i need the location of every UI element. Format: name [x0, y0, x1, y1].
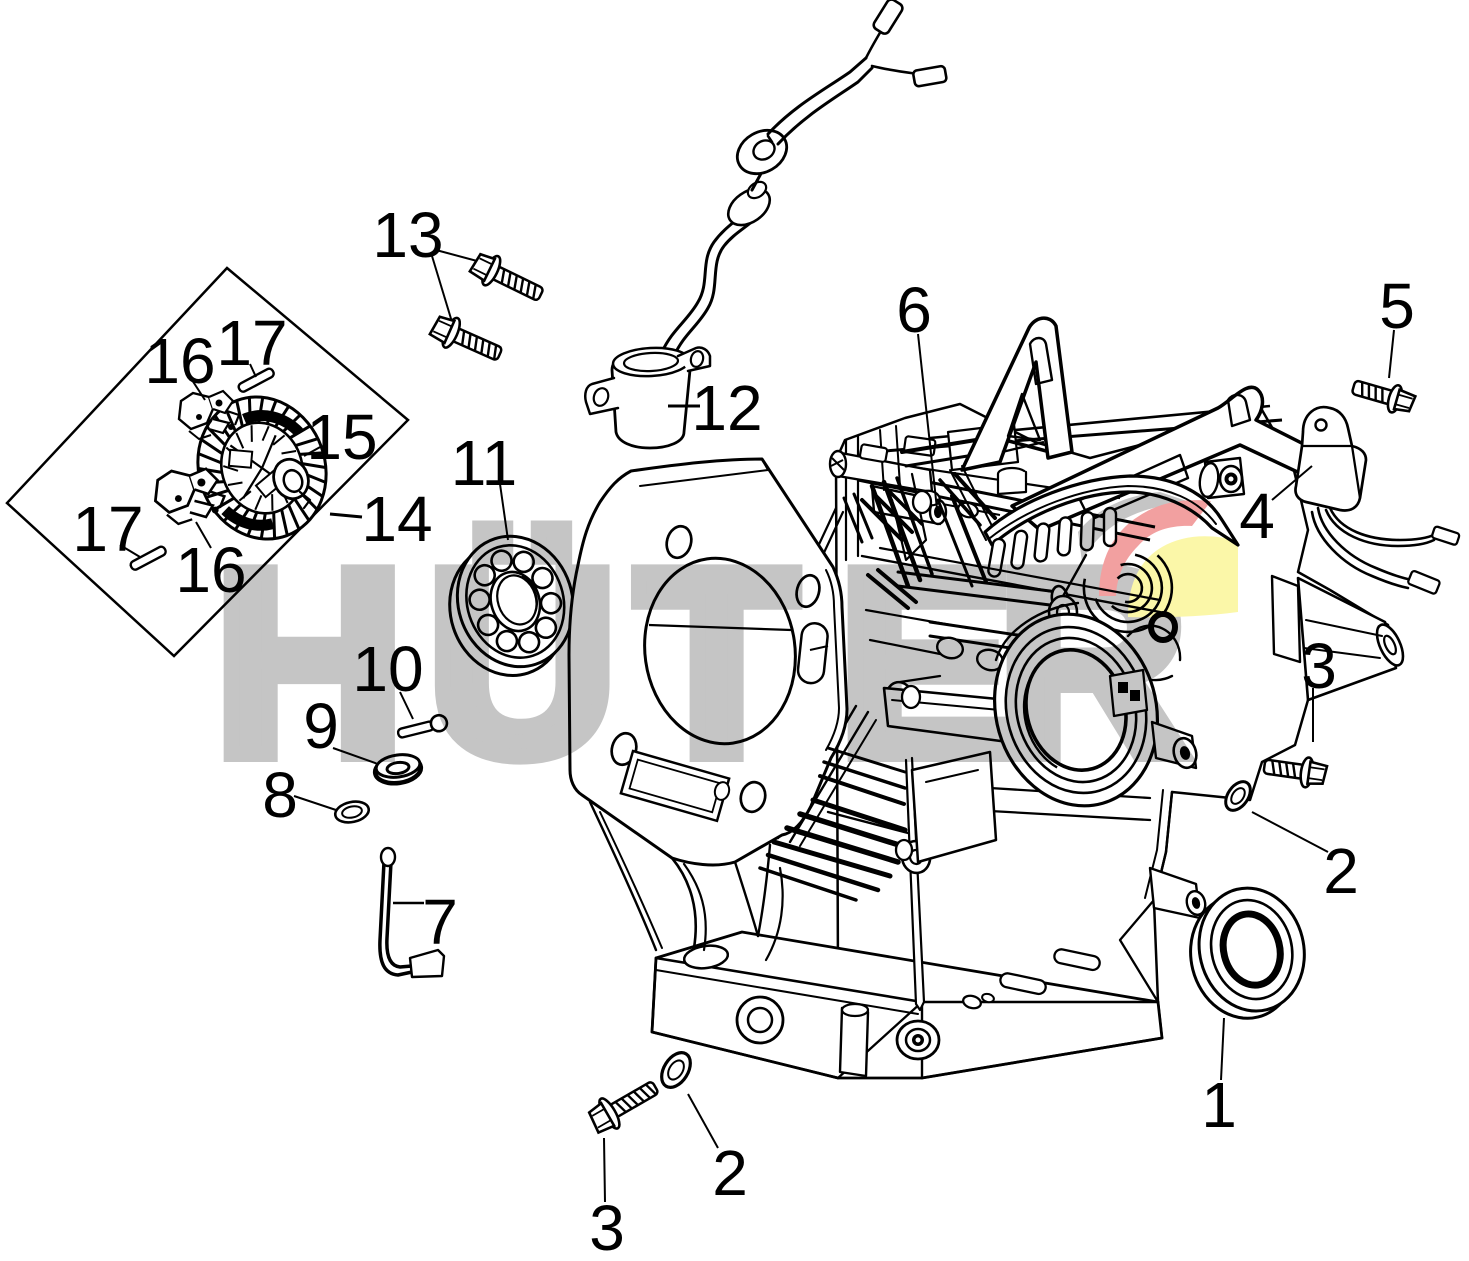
- svg-text:Ü: Ü: [427, 515, 618, 810]
- svg-text:17: 17: [72, 493, 143, 565]
- svg-text:14: 14: [361, 483, 432, 555]
- svg-text:2: 2: [1323, 835, 1359, 907]
- svg-text:7: 7: [422, 886, 458, 958]
- svg-text:17: 17: [216, 307, 287, 379]
- svg-text:2: 2: [712, 1137, 748, 1209]
- svg-text:16: 16: [144, 325, 215, 397]
- svg-text:3: 3: [1301, 630, 1337, 702]
- svg-text:11: 11: [451, 427, 517, 499]
- svg-text:H: H: [214, 515, 405, 810]
- svg-text:4: 4: [1239, 480, 1275, 552]
- svg-text:T: T: [636, 515, 797, 810]
- svg-text:8: 8: [262, 759, 298, 831]
- svg-text:5: 5: [1379, 270, 1415, 342]
- svg-text:E: E: [838, 515, 1014, 810]
- svg-text:15: 15: [306, 401, 377, 473]
- svg-text:13: 13: [372, 199, 443, 271]
- svg-text:3: 3: [589, 1192, 625, 1261]
- svg-text:1: 1: [1201, 1069, 1237, 1141]
- svg-text:12: 12: [691, 372, 762, 444]
- svg-text:9: 9: [303, 690, 339, 762]
- svg-text:6: 6: [896, 274, 932, 346]
- svg-text:R: R: [997, 515, 1188, 810]
- svg-text:10: 10: [352, 633, 423, 705]
